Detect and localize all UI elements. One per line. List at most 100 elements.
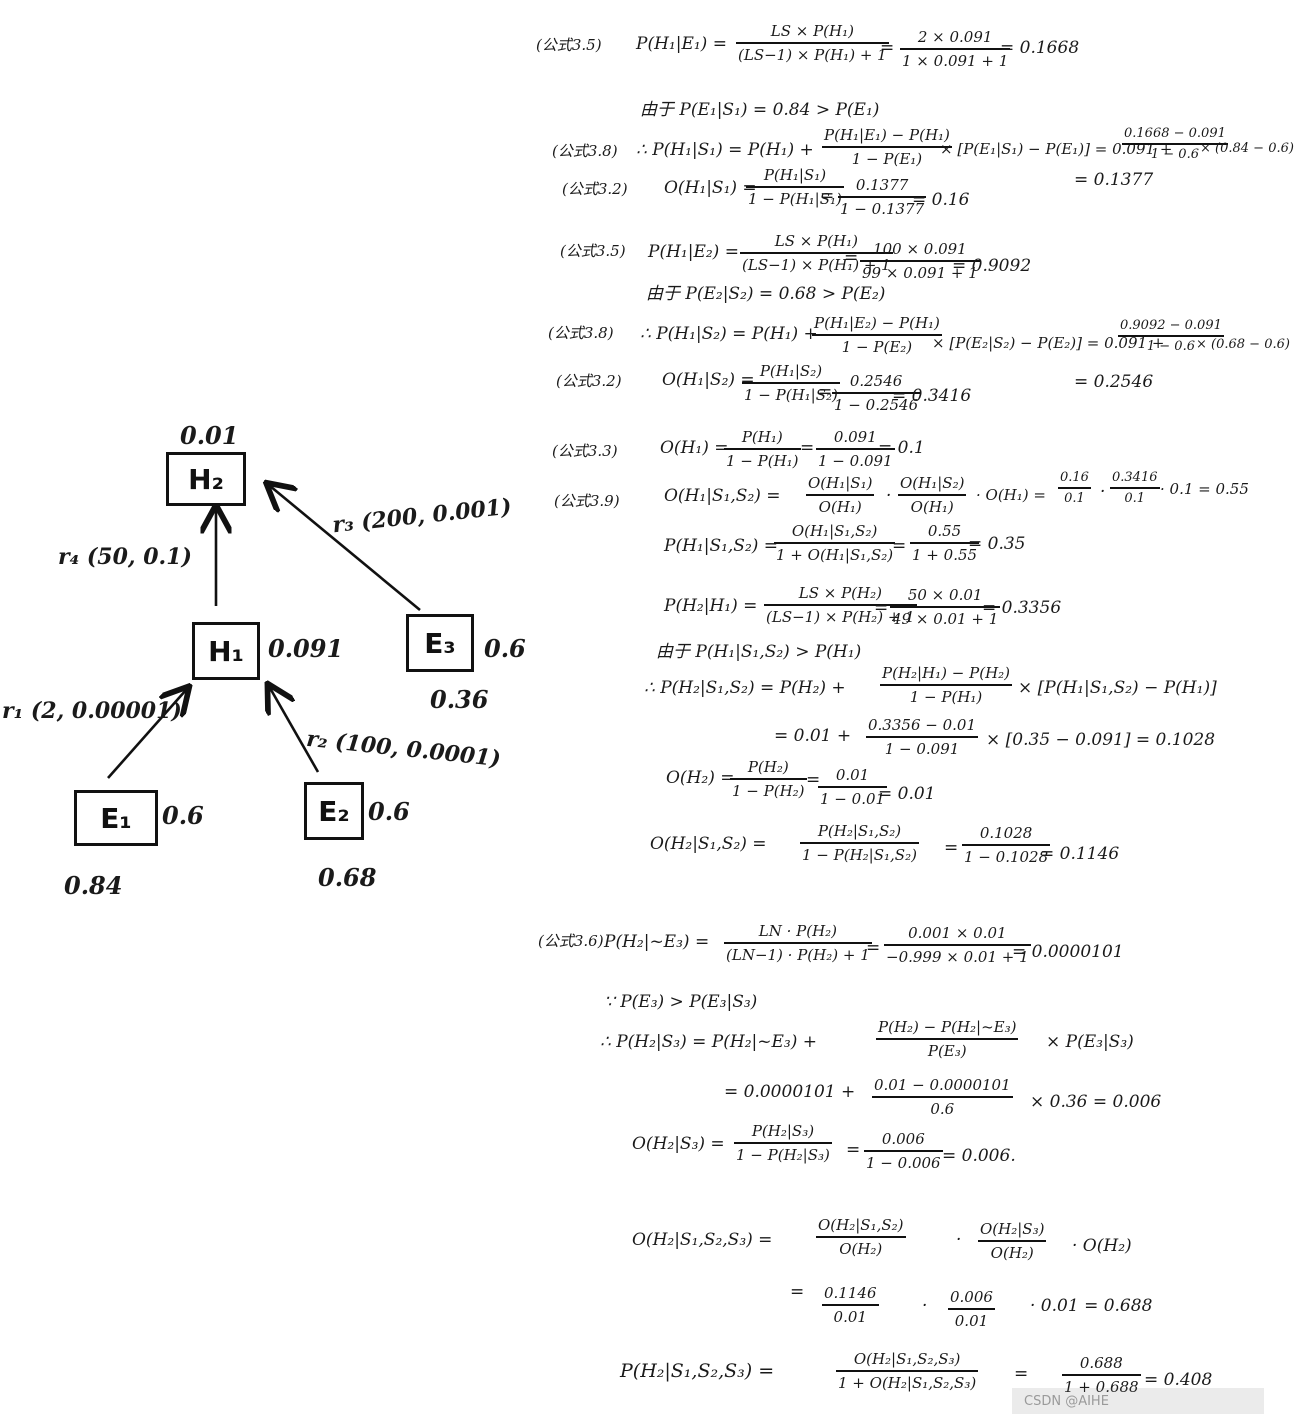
watermark: CSDN @AIHE — [1012, 1388, 1264, 1414]
node-h2-prior: 0.01 — [180, 421, 239, 450]
calc-line: P(H₁|E₂) = — [648, 242, 739, 262]
fraction: O(H₁|S₂)O(H₁) — [898, 474, 967, 516]
formula-tag: (公式3.8) — [552, 142, 618, 160]
fraction: O(H₁|S₁,S₂)1 + O(H₁|S₁,S₂) — [774, 522, 896, 564]
formula-tag: (公式3.8) — [548, 324, 614, 342]
fraction: LS × P(H₁)(LS−1) × P(H₁) + 1 — [740, 232, 893, 274]
node-e3: E₃ — [406, 614, 474, 672]
result: = 0.3416 — [892, 386, 972, 406]
calc-line: ∴ P(H₁|S₂) = P(H₁) + — [640, 324, 818, 344]
formula-tag: (公式3.6) — [538, 932, 604, 950]
result: = 0.16 — [912, 190, 970, 210]
fraction: O(H₂|S₁,S₂,S₃)1 + O(H₂|S₁,S₂,S₃) — [836, 1350, 979, 1392]
fraction: P(H₂|H₁) − P(H₂)1 − P(H₁) — [880, 664, 1013, 706]
calc-line: O(H₂|S₁,S₂,S₃) = — [632, 1230, 773, 1250]
calc-part: × P(E₃|S₃) — [1046, 1032, 1134, 1052]
formula-tag: (公式3.2) — [556, 372, 622, 390]
equals: = — [866, 938, 881, 958]
fraction: P(H₂|S₃)1 − P(H₂|S₃) — [734, 1122, 832, 1164]
formula-tag: (公式3.5) — [560, 242, 626, 260]
result: = 0.01 — [878, 784, 936, 804]
formula-tag: (公式3.2) — [562, 180, 628, 198]
calc-line: ∴ P(H₂|S₁,S₂) = P(H₂) + — [644, 678, 846, 698]
calc-line: 由于 P(E₂|S₂) = 0.68 > P(E₂) — [646, 284, 886, 304]
dot: · — [956, 1230, 962, 1250]
calc-line: O(H₂) = — [666, 768, 735, 788]
node-e1-label: E₁ — [100, 801, 132, 835]
fraction: LS × P(H₁)(LS−1) × P(H₁) + 1 — [736, 22, 889, 64]
result: = 0.9092 — [952, 256, 1032, 276]
result: = 0.1 — [878, 438, 925, 458]
equals: = — [944, 838, 959, 858]
result: × [0.35 − 0.091] = 0.1028 — [986, 730, 1216, 750]
fraction: P(H₁|S₁)1 − P(H₁|S₁) — [746, 166, 844, 208]
calc-part: × [P(E₁|S₁) − P(E₁)] = 0.091 + — [940, 140, 1173, 158]
fraction: P(H₂|S₁,S₂)1 − P(H₂|S₁,S₂) — [800, 822, 919, 864]
result: = 0.1146 — [1040, 844, 1120, 864]
fraction: P(H₂)1 − P(H₂) — [730, 758, 807, 800]
node-h2: H₂ — [166, 452, 246, 506]
node-h1-prior: 0.091 — [268, 634, 344, 663]
dot: · — [886, 486, 892, 506]
calc-line: ∴ P(H₁|S₁) = P(H₁) + — [636, 140, 814, 160]
arrow-r3 — [270, 486, 421, 612]
fraction: P(H₁|E₁) − P(H₁)1 − P(E₁) — [822, 126, 952, 168]
equals: = — [846, 1140, 861, 1160]
fraction: LN · P(H₂)(LN−1) · P(H₂) + 1 — [724, 922, 872, 964]
result: = 0.0000101 — [1012, 942, 1124, 962]
calc-line: P(H₁|S₁,S₂) = — [664, 536, 779, 556]
formula-tag: (公式3.5) — [536, 36, 602, 54]
formula-tag: (公式3.3) — [552, 442, 618, 460]
arrow-r1 — [107, 690, 186, 779]
fraction: P(H₂) − P(H₂|~E₃)P(E₃) — [876, 1018, 1019, 1060]
node-e3-obs: 0.36 — [430, 685, 489, 714]
equals: = — [818, 382, 833, 402]
calc-line: O(H₁|S₁,S₂) = — [664, 486, 781, 506]
calc-line: O(H₂|S₁,S₂) = — [650, 834, 767, 854]
result: = 0.1377 — [1074, 170, 1154, 190]
equals: = — [874, 598, 889, 618]
rule-r4-label: r₄ (50, 0.1) — [58, 544, 192, 570]
equals: = — [806, 770, 821, 790]
fraction: P(H₁|S₂)1 − P(H₁|S₂) — [742, 362, 840, 404]
fraction: P(H₁|E₂) − P(H₁)1 − P(E₂) — [812, 314, 942, 356]
calc-part: · O(H₂) — [1072, 1236, 1132, 1256]
arrow-r2 — [270, 688, 320, 773]
inference-network — [107, 0, 421, 779]
fraction: P(H₁)1 − P(H₁) — [724, 428, 801, 470]
calc-line: O(H₂|S₃) = — [632, 1134, 725, 1154]
calc-part: × (0.84 − 0.6) — [1200, 141, 1294, 156]
node-e3-prior: 0.6 — [484, 634, 526, 663]
result: = 0.3356 — [982, 598, 1062, 618]
node-e2-label: E₂ — [318, 794, 350, 828]
calc-part: × (0.68 − 0.6) — [1196, 337, 1290, 352]
calc-line: ∵ P(E₃) > P(E₃|S₃) — [604, 992, 758, 1012]
calc-line: P(H₁|E₁) = — [636, 34, 727, 54]
calc-line: O(H₁) = — [660, 438, 729, 458]
calc-part: × [P(H₁|S₁,S₂) − P(H₁)] — [1018, 678, 1217, 698]
node-e2-obs: 0.68 — [318, 863, 377, 892]
calc-line: = 0.01 + — [774, 726, 852, 746]
node-h2-label: H₂ — [188, 462, 224, 496]
fraction: LS × P(H₂)(LS−1) × P(H₂) + 1 — [764, 584, 917, 626]
node-h1: H₁ — [192, 622, 260, 680]
result: · 0.01 = 0.688 — [1030, 1296, 1153, 1316]
equals: = — [892, 536, 907, 556]
dot: · — [1100, 482, 1106, 502]
calc-part: × [P(E₂|S₂) − P(E₂)] = 0.091 + — [932, 334, 1165, 352]
result: × 0.36 = 0.006 — [1030, 1092, 1162, 1112]
node-h1-label: H₁ — [208, 634, 244, 668]
